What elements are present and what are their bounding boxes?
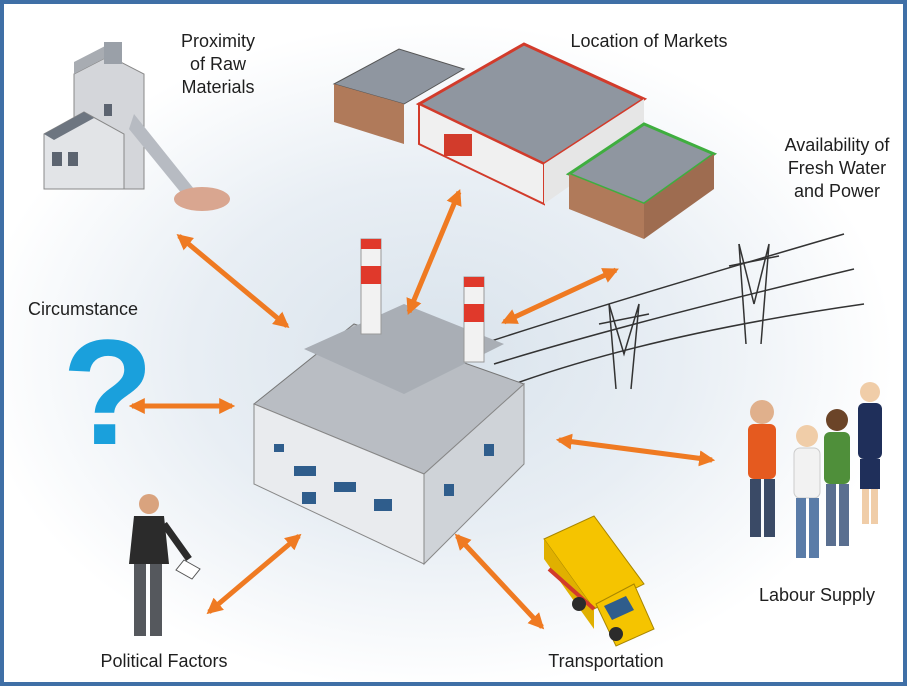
label-political-factors: Political Factors: [100, 651, 228, 671]
arrow-transportation: [454, 533, 545, 630]
politician-icon: [129, 494, 201, 636]
label-circumstance: Circumstance: [28, 299, 139, 319]
power-lines-icon: [481, 233, 865, 390]
question-mark-icon: ?: [62, 308, 154, 476]
arrow-labour: [555, 433, 716, 467]
factory-location-diagram: [43, 42, 882, 647]
stores-icon: [332, 42, 718, 239]
label-raw-materials-line-2: of Raw: [189, 54, 247, 74]
arrow-political: [206, 533, 302, 615]
mine-building-icon: [43, 42, 230, 211]
label-markets: Location of Markets: [570, 31, 728, 51]
label-raw-materials: Proximity of Raw Materials: [170, 30, 266, 99]
factory-icon: [253, 238, 525, 566]
arrow-water-power: [501, 267, 619, 325]
arrows: [128, 189, 716, 630]
truck-icon: [543, 515, 655, 647]
label-water-power-line-2: Fresh Water: [787, 158, 887, 178]
label-labour-supply: Labour Supply: [758, 585, 876, 605]
workers-icon: [748, 382, 882, 558]
label-water-power-line-3: and Power: [793, 181, 881, 201]
arrow-raw-materials: [176, 233, 290, 329]
label-raw-materials-line-1: Proximity: [180, 31, 255, 51]
label-transportation: Transportation: [548, 651, 664, 671]
arrow-markets: [406, 189, 462, 315]
label-raw-materials-line-3: Materials: [181, 77, 255, 97]
label-water-power-line-1: Availability of: [784, 135, 890, 155]
label-water-power: Availability of Fresh Water and Power: [772, 134, 902, 203]
